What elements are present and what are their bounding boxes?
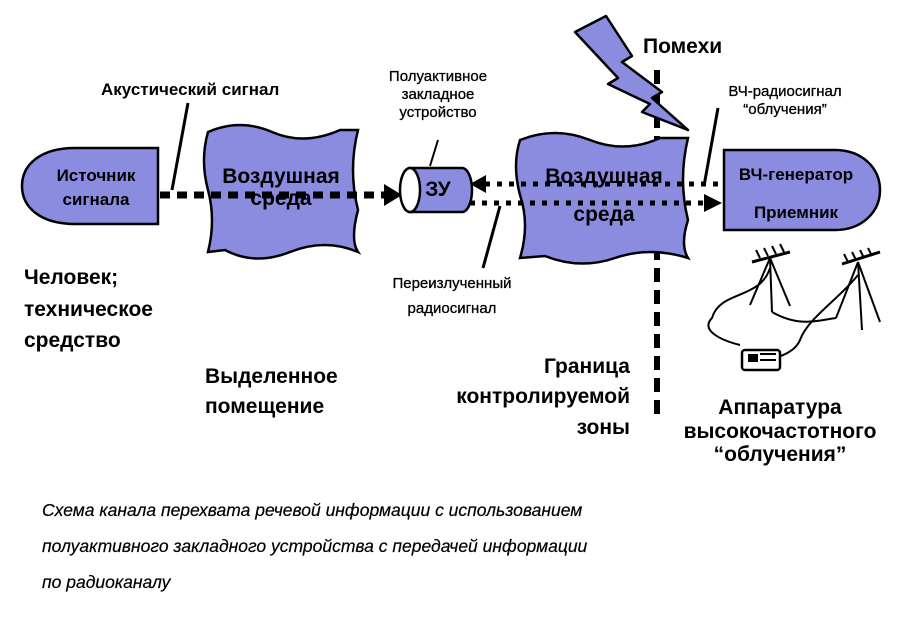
source-label: Источник сигнала: [56, 166, 136, 209]
hf-equipment-label: Аппаратура высокочастотного “облучения”: [683, 396, 877, 467]
air-medium-shape-2: [514, 131, 691, 265]
acoustic-signal-label: Акустический сигнал: [101, 80, 280, 99]
air-medium-label-1: Воздушная среда: [222, 165, 340, 211]
figure-caption: Схема канала перехвата речевой информаци…: [42, 492, 862, 600]
source-shape: [20, 146, 160, 226]
caption-line-3: по радиоканалу: [42, 572, 171, 592]
zu-cylinder-cap: [398, 166, 422, 214]
reradiated-arrow-head: [704, 194, 722, 212]
hf-generator-label: ВЧ-генератор: [738, 165, 854, 184]
receiver-label: Приемник: [753, 203, 839, 222]
human-technical-label: Человек; техническое средство: [24, 266, 153, 352]
reradiated-signal-label: Переизлученный радиосигнал: [392, 275, 512, 317]
acoustic-arrow-head: [384, 184, 402, 206]
hf-irradiation-arrow-head: [470, 175, 486, 193]
air-medium-label-2: Воздушная среда: [545, 165, 663, 226]
hf-label-pointer: [702, 107, 720, 187]
lightning-bolt-icon: [573, 14, 690, 132]
dedicated-room-label: Выделенное помещение: [205, 365, 338, 419]
hf-generator-shape: [722, 148, 882, 232]
antenna-tripod-icon: [707, 243, 881, 372]
caption-line-1: Схема канала перехвата речевой информаци…: [42, 500, 583, 520]
caption-line-2: полуактивного закладного устройства с пе…: [42, 536, 588, 556]
zu-label-pointer: [429, 139, 439, 167]
zu-cylinder: [408, 166, 474, 214]
interference-label: Помехи: [643, 35, 723, 58]
zu-label: ЗУ: [425, 178, 451, 201]
acoustic-label-pointer: [170, 102, 190, 191]
hf-irradiation-signal-label: ВЧ-радиосигнал “облучения”: [728, 83, 842, 118]
semi-active-device-label: Полуактивное закладное устройство: [388, 68, 488, 121]
controlled-zone-border-label: Граница контролируемой зоны: [456, 355, 630, 439]
reradiated-label-pointer: [481, 205, 502, 269]
